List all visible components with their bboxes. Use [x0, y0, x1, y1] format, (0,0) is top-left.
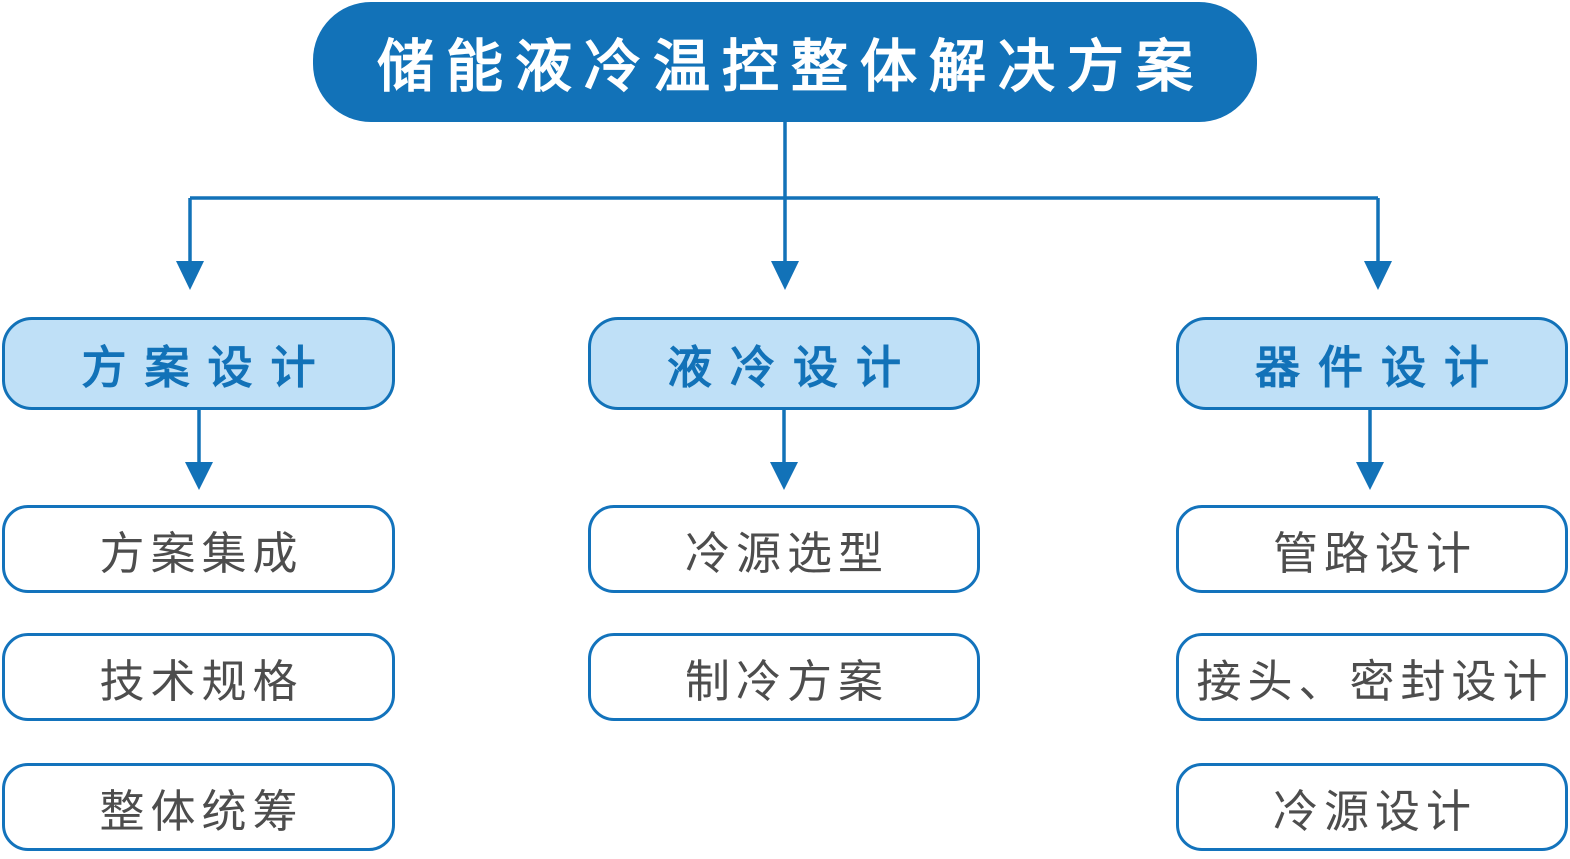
branch-node-scheme-design: 方案设计 — [2, 317, 395, 410]
arrow-down-icon — [1356, 462, 1384, 490]
arrow-down-icon — [770, 462, 798, 490]
leaf-node-technical-specs: 技术规格 — [2, 633, 395, 721]
leaf-node-pipeline-design: 管路设计 — [1176, 505, 1568, 593]
leaf-node-overall-coordination: 整体统筹 — [2, 763, 395, 851]
leaf-node-refrigeration-scheme: 制冷方案 — [588, 633, 980, 721]
leaf-node-cold-source-selection: 冷源选型 — [588, 505, 980, 593]
root-node: 储能液冷温控整体解决方案 — [313, 2, 1257, 122]
leaf-node-scheme-integration: 方案集成 — [2, 505, 395, 593]
arrow-down-icon — [771, 261, 799, 290]
leaf-node-joint-seal-design: 接头、密封设计 — [1176, 633, 1568, 721]
leaf-node-cold-source-design: 冷源设计 — [1176, 763, 1568, 851]
arrow-down-icon — [176, 261, 204, 290]
branch-node-liquid-cooling-design: 液冷设计 — [588, 317, 980, 410]
arrow-down-icon — [1364, 261, 1392, 290]
branch-node-component-design: 器件设计 — [1176, 317, 1568, 410]
arrow-down-icon — [185, 462, 213, 490]
